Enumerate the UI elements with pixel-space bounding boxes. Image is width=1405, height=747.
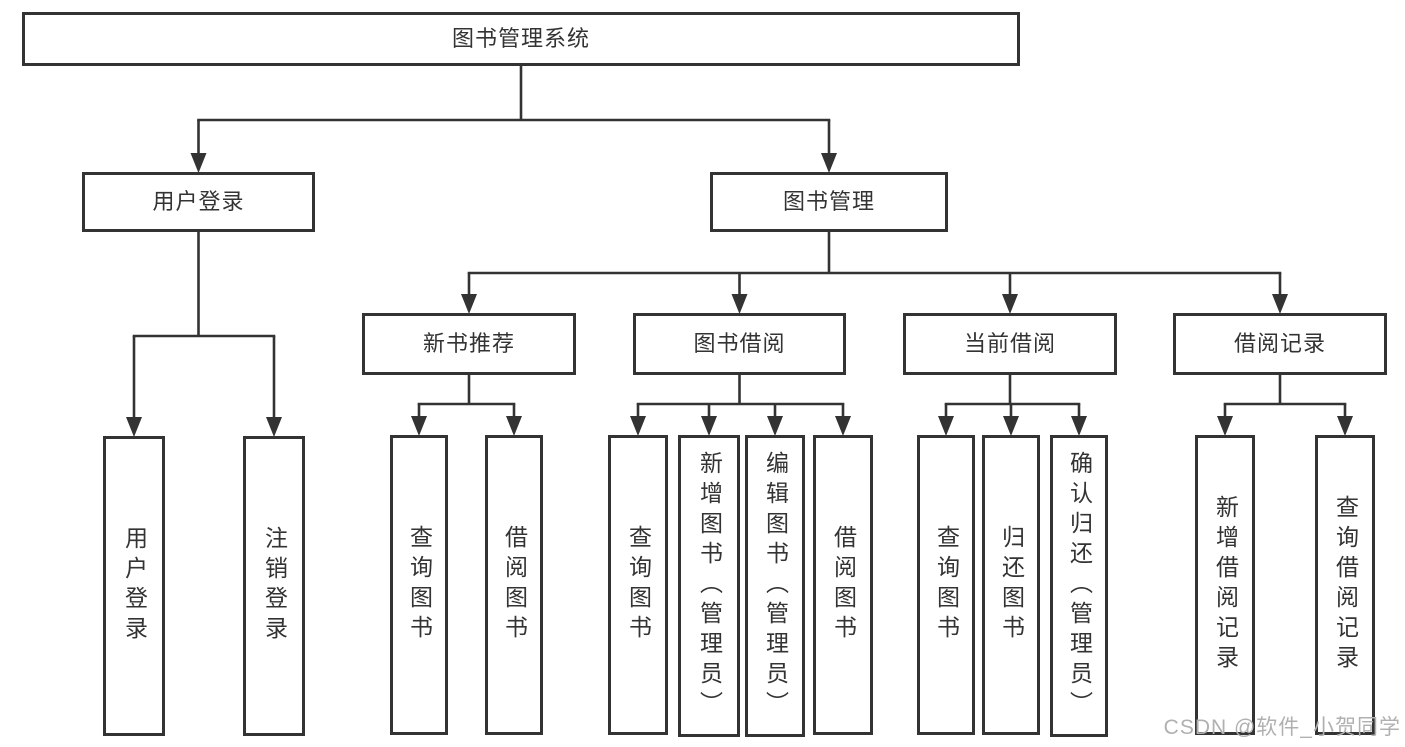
node-leaf-borrow-books: 借阅图书 <box>813 435 873 735</box>
node-leaf-add-borrow-record: 新增借阅记录 <box>1195 435 1255 735</box>
node-leaf-return-books: 归还图书 <box>982 435 1040 735</box>
node-current-borrowing: 当前借阅 <box>903 313 1117 375</box>
watermark: CSDN @软件_小贺同学 <box>1163 716 1401 739</box>
node-book-borrowing: 图书借阅 <box>633 313 846 375</box>
node-label: 编辑图书（管理员） <box>762 451 789 721</box>
node-new-book-recommend: 新书推荐 <box>362 313 576 375</box>
node-label: 图书借阅 <box>693 331 786 356</box>
node-leaf-borrow-books-recommend: 借阅图书 <box>485 435 543 735</box>
node-leaf-query-borrow-record: 查询借阅记录 <box>1315 435 1375 735</box>
node-label: 查询图书 <box>933 525 960 645</box>
node-label: 当前借阅 <box>963 331 1056 356</box>
node-label: 确认归还（管理员） <box>1066 451 1093 721</box>
node-label: 注销登录 <box>261 526 288 646</box>
node-root: 图书管理系统 <box>22 12 1020 66</box>
node-leaf-logout: 注销登录 <box>243 436 305 736</box>
node-label: 归还图书 <box>998 525 1025 645</box>
node-label: 查询图书 <box>625 525 652 645</box>
node-label: 借阅图书 <box>501 525 528 645</box>
node-label: 借阅记录 <box>1233 331 1326 356</box>
node-leaf-query-books-recommend: 查询图书 <box>390 435 448 735</box>
node-label: 新增借阅记录 <box>1212 495 1239 675</box>
node-leaf-user-login: 用户登录 <box>103 436 165 736</box>
node-label: 借阅图书 <box>830 525 857 645</box>
node-user-login: 用户登录 <box>82 172 315 232</box>
node-leaf-query-books-borrowing: 查询图书 <box>608 435 668 735</box>
node-label: 用户登录 <box>121 526 148 646</box>
node-leaf-confirm-return: 确认归还（管理员） <box>1050 435 1108 737</box>
node-leaf-add-books: 新增图书（管理员） <box>678 435 740 737</box>
node-label: 图书管理 <box>782 189 875 214</box>
node-label: 新书推荐 <box>422 331 515 356</box>
node-label: 用户登录 <box>152 189 245 214</box>
node-label: 新增图书（管理员） <box>696 451 723 721</box>
node-label: 查询图书 <box>406 525 433 645</box>
node-label: 查询借阅记录 <box>1332 495 1359 675</box>
node-label: 图书管理系统 <box>451 26 590 51</box>
node-leaf-query-books-current: 查询图书 <box>917 435 975 735</box>
node-borrowing-records: 借阅记录 <box>1173 313 1387 375</box>
node-leaf-edit-books: 编辑图书（管理员） <box>745 435 805 737</box>
node-book-management: 图书管理 <box>710 172 948 232</box>
